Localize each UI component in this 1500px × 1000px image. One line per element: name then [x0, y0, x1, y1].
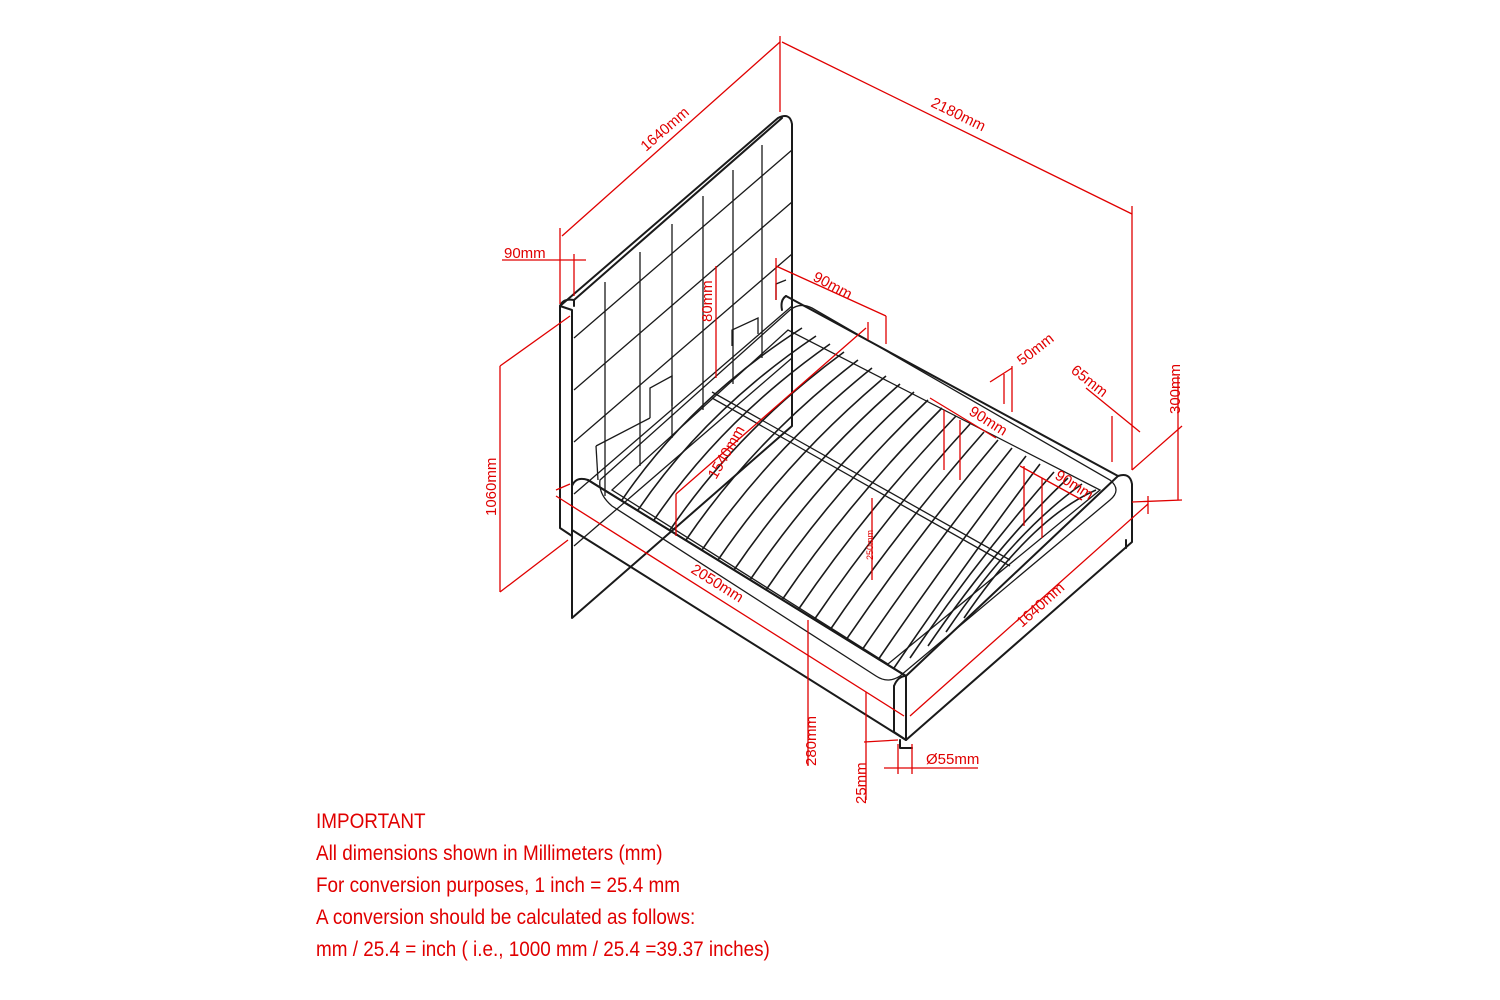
dim-slat-spacing-a: 90mm [966, 403, 1010, 440]
notes-line-conversion: For conversion purposes, 1 inch = 25.4 m… [316, 874, 681, 897]
bed-frame [559, 115, 1133, 749]
dimension-lines [499, 36, 1183, 800]
notes-line-method: A conversion should be calculated as fol… [316, 906, 696, 929]
dim-leg-block-height: 80mm [699, 280, 716, 322]
dim-leg-height: 25mm [853, 762, 870, 804]
side-rail-right [780, 295, 1119, 477]
dim-center-rail-height: 250mm [865, 530, 875, 560]
dim-frame-height: 280mm [803, 716, 820, 766]
leg [899, 739, 913, 749]
side-rail-left [571, 477, 907, 741]
notes-heading: IMPORTANT [316, 810, 426, 833]
dim-slat-spacing-b: 90mm [1052, 467, 1096, 504]
headboard [559, 115, 793, 619]
dim-side-rail-height: 300mm [1167, 364, 1184, 414]
dim-inner-rail-top: 90mm [810, 269, 855, 304]
notes-line-units: All dimensions shown in Millimeters (mm) [316, 842, 663, 865]
dim-slat-width: 50mm [1014, 330, 1057, 369]
dim-headboard-height: 1060mm [483, 458, 500, 516]
dim-leg-diameter: Ø55mm [926, 751, 979, 768]
slats [621, 327, 1097, 669]
dim-side-length: 2050mm [688, 561, 747, 606]
dim-slat-gap: 65mm [1068, 362, 1111, 401]
notes-line-formula: mm / 25.4 = inch ( i.e., 1000 mm / 25.4 … [316, 938, 770, 961]
dimension-labels: 1640mm 2180mm 90mm 1060mm 80mm 90mm 1540… [483, 94, 1184, 804]
dim-headboard-thickness: 90mm [504, 245, 546, 262]
dim-headboard-width: 1640mm [637, 104, 692, 155]
headboard-tufting [573, 145, 793, 547]
